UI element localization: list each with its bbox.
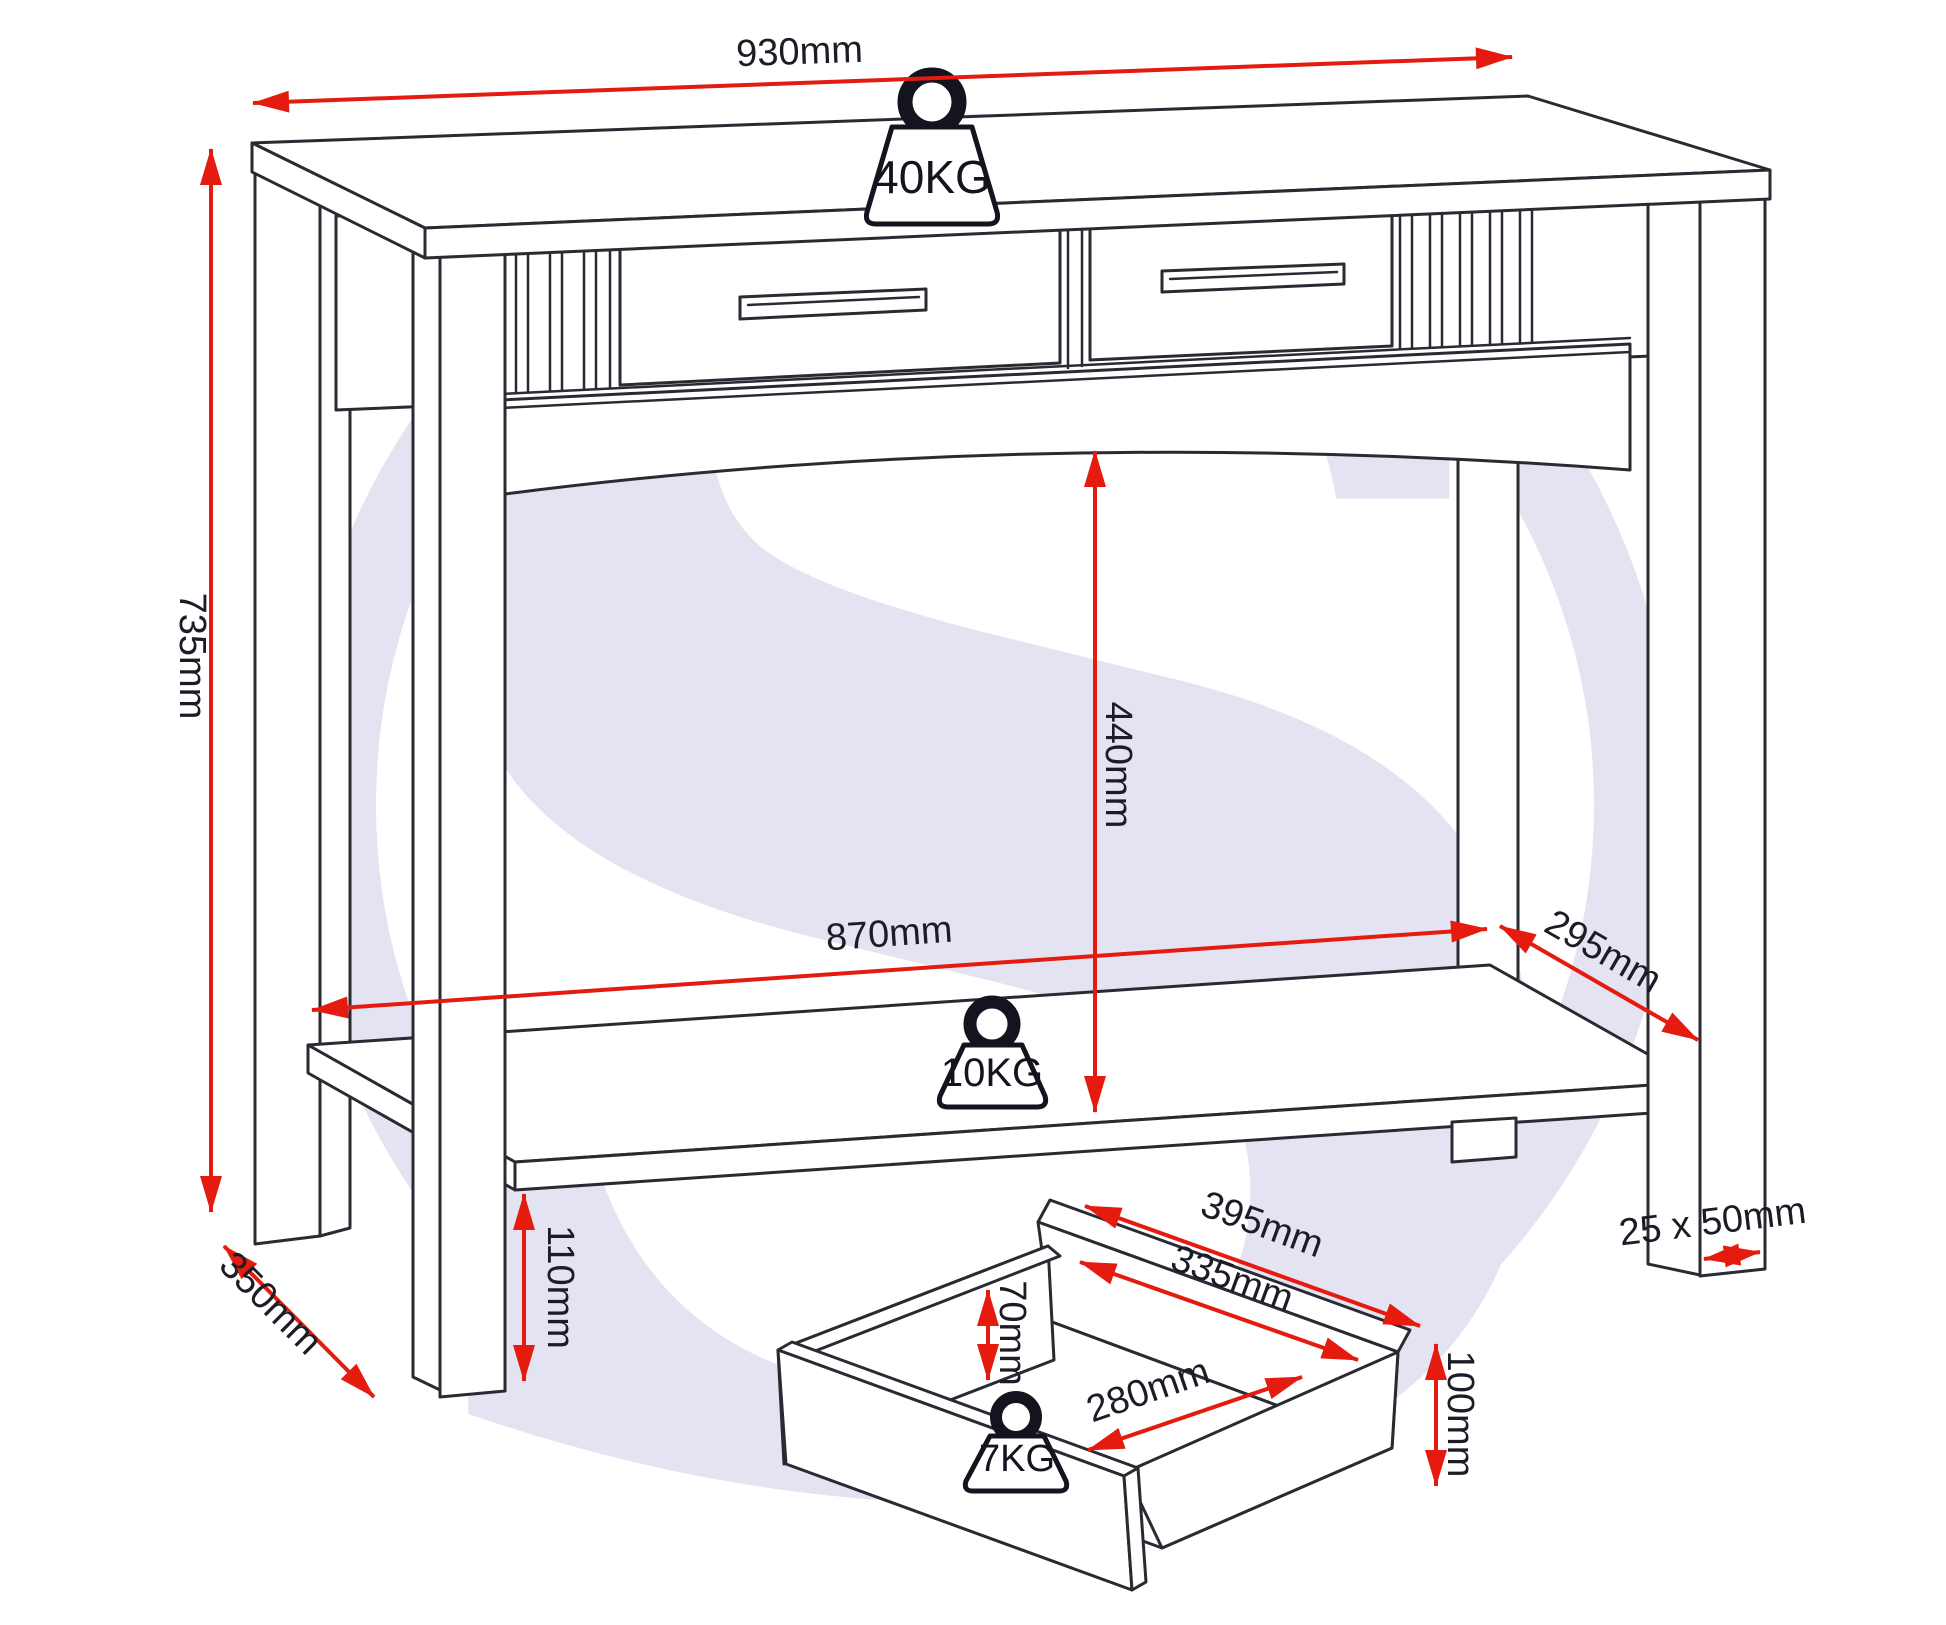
- arched-apron: [418, 342, 1632, 514]
- dim-arrow: [1703, 1243, 1761, 1268]
- rear-left-leg-front: [253, 161, 322, 1246]
- dim-table-height: 735mm: [171, 148, 222, 1213]
- right-stile: [1518, 196, 1534, 345]
- rear-right-foot: [1450, 1116, 1518, 1164]
- dim-shelf-floor-gap: 110mm: [513, 1193, 581, 1382]
- dim-drawer-side-height: 100mm: [1425, 1343, 1481, 1487]
- drawer-divider: [1066, 216, 1084, 370]
- drawer-load-weight: 7KG: [962, 1391, 1070, 1494]
- dim-arrow: [252, 47, 1513, 113]
- drawer-load-value: 7KG: [979, 1438, 1055, 1480]
- dim-value: 870mm: [824, 909, 953, 960]
- right-drawer-handle: [1160, 262, 1346, 294]
- weight-ring-icon: [897, 67, 967, 137]
- dim-value: 930mm: [736, 29, 864, 75]
- dim-value: 100mm: [1439, 1351, 1481, 1478]
- shelf-load-weight: 10KG: [936, 995, 1049, 1110]
- left-drawer-handle: [738, 287, 928, 321]
- shelf-load-value: 10KG: [941, 1051, 1043, 1095]
- front-right-leg: [1646, 187, 1767, 1278]
- dim-value: 735mm: [171, 593, 213, 720]
- weight-ring-icon: [990, 1391, 1042, 1443]
- under-drawer-rail: [418, 336, 1632, 414]
- top-load-value: 40KG: [873, 151, 991, 203]
- dim-arrow: [311, 920, 1488, 1019]
- weight-ring-icon: [963, 995, 1021, 1053]
- weight-body-icon: [863, 124, 1001, 227]
- front-right-leg-front: [1698, 188, 1767, 1278]
- dim-table-width: 930mm: [252, 29, 1513, 113]
- weight-body-icon: [962, 1433, 1070, 1494]
- top-load-weight: 40KG: [863, 67, 1001, 227]
- dim-drawer-inner-height: 70mm: [977, 1280, 1033, 1386]
- top-left-edge: [250, 141, 427, 260]
- dim-value: 350mm: [211, 1244, 330, 1363]
- drawer-front-end: [1122, 1466, 1148, 1592]
- dim-arrow: [1079, 1260, 1359, 1362]
- dim-value: 110mm: [539, 1225, 581, 1349]
- front-left-leg: [411, 237, 507, 1399]
- handle-bar: [738, 287, 928, 321]
- front-right-leg-side: [1646, 187, 1702, 1277]
- dim-value: 70mm: [991, 1280, 1033, 1386]
- dim-value: 440mm: [1097, 702, 1139, 829]
- weight-body-icon: [936, 1042, 1049, 1110]
- front-left-leg-front: [438, 240, 507, 1399]
- dim-arrow: [1087, 1375, 1303, 1452]
- right-slats: [1398, 198, 1504, 351]
- handle-bar: [1160, 262, 1346, 294]
- dim-arrow: [222, 1244, 376, 1399]
- dim-arrow: [1499, 924, 1699, 1042]
- handle-groove: [1168, 270, 1339, 281]
- handle-groove: [746, 295, 921, 307]
- dim-shelf-length: 870mm: [311, 909, 1488, 1019]
- front-left-leg-side: [411, 237, 442, 1392]
- table-top: [250, 94, 1772, 260]
